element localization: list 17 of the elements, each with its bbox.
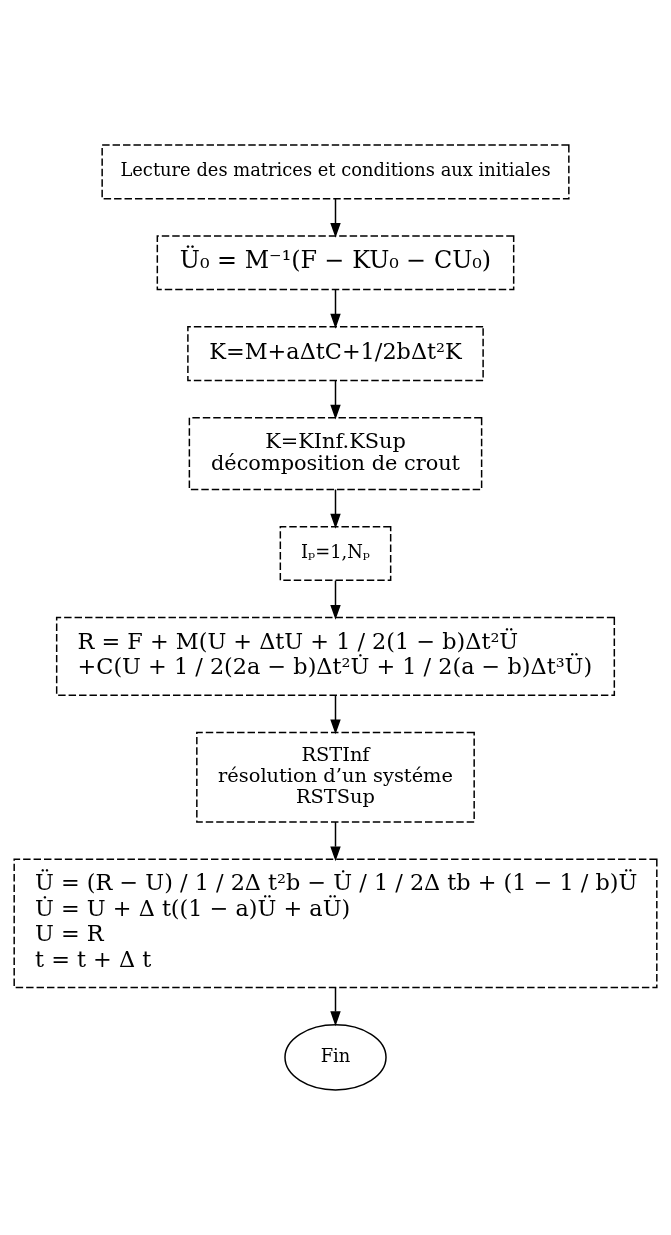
node-box: Ü = (R − U) / 1 / 2Δ t²b − U̇ / 1 / 2Δ tb + (1 − 1 / b)Ü U̇ = U + Δ t((1 − a)Ü + aÜ) U = R t = t + Δ t — [13, 858, 658, 989]
arrow — [330, 488, 341, 529]
arrow — [330, 821, 341, 862]
node-box: Lecture des matrices et conditions aux initiales — [101, 144, 570, 200]
node-box: R = F + M(U + ΔtU + 1 / 2(1 − b)Δt²Ü +C(U + 1 / 2(2a − b)Δt²U̇ + 1 / 2(a − b)Δt³Ü) — [55, 616, 616, 696]
arrow — [330, 986, 341, 1027]
node-box: Iₚ=1,Nₚ — [279, 525, 392, 582]
arrow — [330, 579, 341, 620]
node-ellipse: Fin — [284, 1024, 387, 1091]
arrow — [330, 379, 341, 420]
node-box: K=M+aΔtC+1/2bΔt²K — [187, 326, 484, 382]
arrow — [330, 198, 341, 238]
node-box: RSTInf résolution d’un systéme RSTSup — [196, 731, 475, 823]
arrow — [330, 695, 341, 735]
arrow — [330, 288, 341, 329]
node-box: Ü₀ = M⁻¹(F − KU₀ − CU₀) — [156, 235, 515, 291]
node-box: K=KInf.KSup décomposition de crout — [188, 417, 483, 491]
